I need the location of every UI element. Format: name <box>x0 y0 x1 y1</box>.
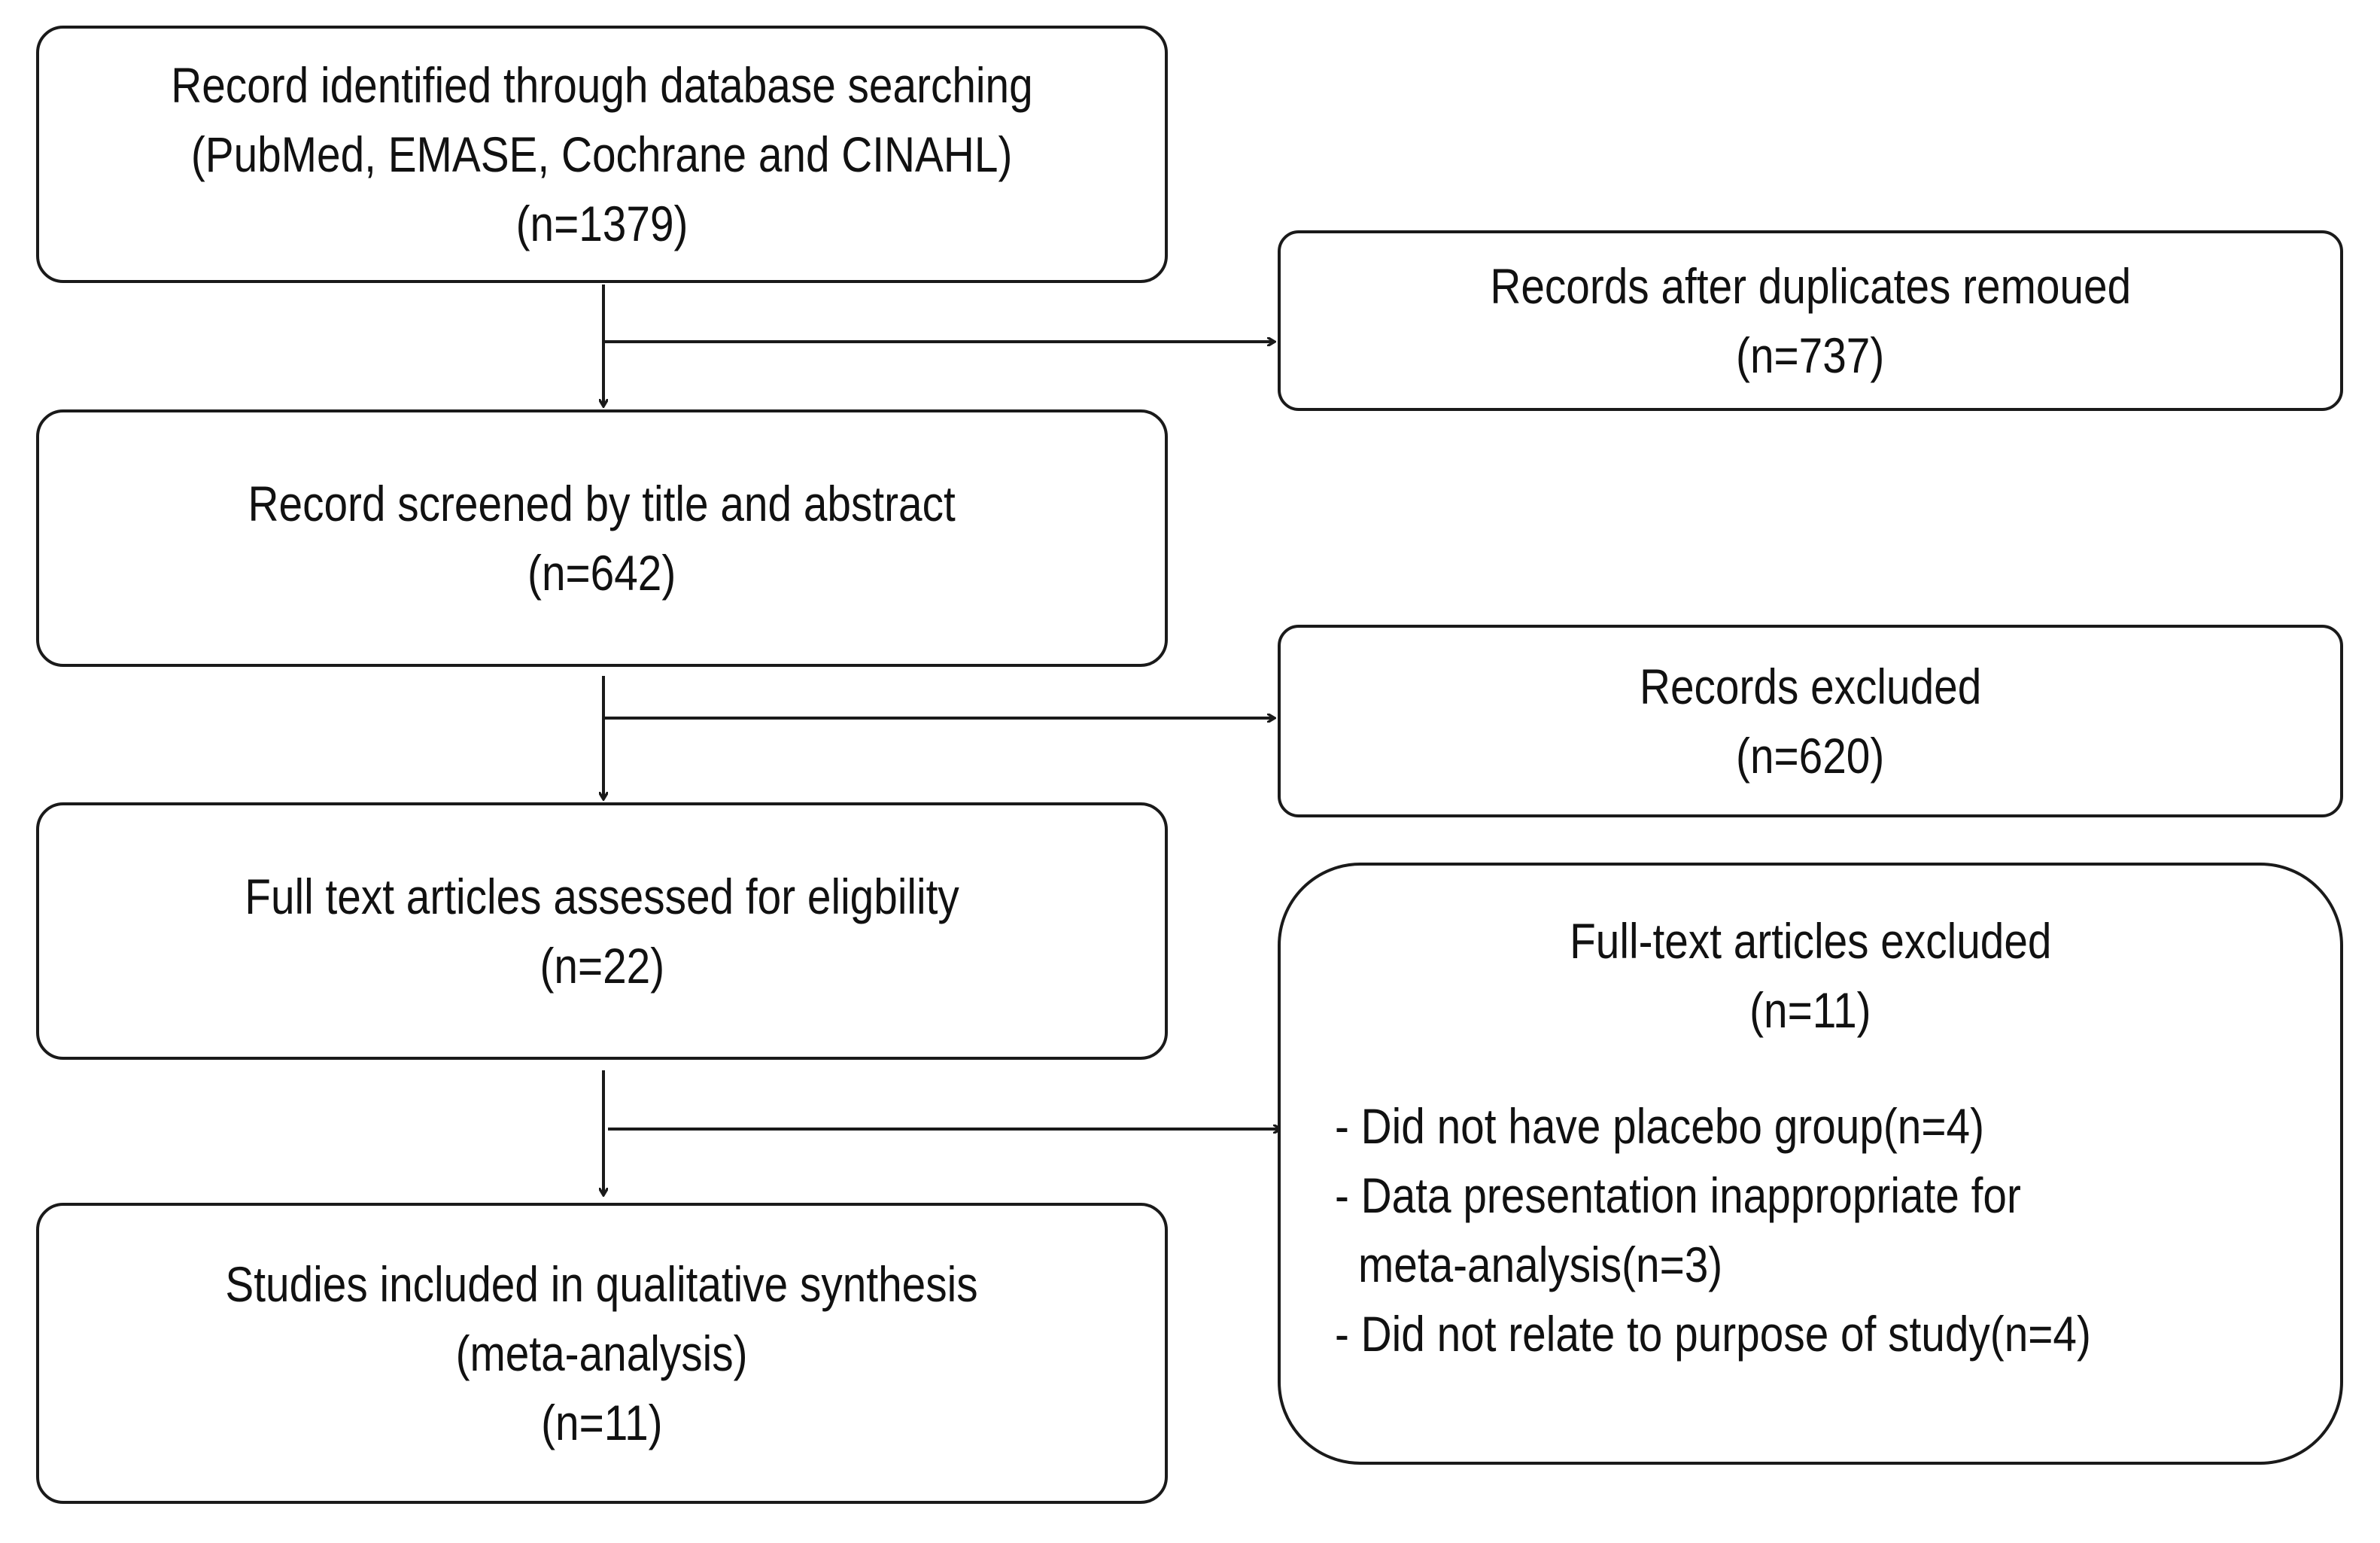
full-text-assessed-count: (n=22) <box>540 938 664 994</box>
box-studies-included: Studies included in qualitative synthesi… <box>36 1203 1168 1504</box>
box-records-screened: Record screened by title and abstract (n… <box>36 409 1168 667</box>
exclusion-reason-placebo: - Did not have placebo group(n=4) <box>1335 1098 1984 1154</box>
full-text-assessed-line-1: Full text articles assessed for eligbili… <box>245 869 959 924</box>
identified-count: (n=1379) <box>515 196 688 251</box>
exclusion-reason-data-presentation-cont: meta-analysis(n=3) <box>1357 1237 1723 1292</box>
full-text-excluded-title: Full-text articles excluded <box>1569 913 2052 969</box>
included-line-2: (meta-analysis) <box>456 1325 748 1381</box>
box-records-excluded: Records excluded (n=620) <box>1278 625 2343 817</box>
box-duplicates-removed: Records after duplicates remoued (n=737) <box>1278 230 2343 411</box>
box-records-identified: Record identified through database searc… <box>36 26 1168 283</box>
box-full-text-excluded: Full-text articles excluded (n=11) - Did… <box>1278 863 2343 1465</box>
full-text-excluded-count: (n=11) <box>1749 982 1871 1038</box>
box-full-text-assessed: Full text articles assessed for eligbili… <box>36 802 1168 1060</box>
identified-line-1: Record identified through database searc… <box>171 57 1033 113</box>
identified-line-2: (PubMed, EMASE, Cochrane and CINAHL) <box>191 126 1013 182</box>
screened-line-1: Record screened by title and abstract <box>248 476 956 531</box>
screened-count: (n=642) <box>527 545 676 601</box>
records-excluded-count: (n=620) <box>1736 728 1885 784</box>
records-excluded-line-1: Records excluded <box>1639 659 1982 714</box>
exclusion-reason-data-presentation: - Data presentation inappropriate for <box>1335 1167 2021 1223</box>
duplicates-removed-count: (n=737) <box>1736 327 1885 383</box>
duplicates-removed-line-1: Records after duplicates remoued <box>1490 258 2131 314</box>
included-count: (n=11) <box>541 1395 663 1450</box>
exclusion-reasons-list: - Did not have placebo group(n=4) - Data… <box>1281 1091 2214 1368</box>
exclusion-reason-purpose: - Did not relate to purpose of study(n=4… <box>1335 1306 2091 1362</box>
included-line-1: Studies included in qualitative synthesi… <box>225 1256 979 1312</box>
